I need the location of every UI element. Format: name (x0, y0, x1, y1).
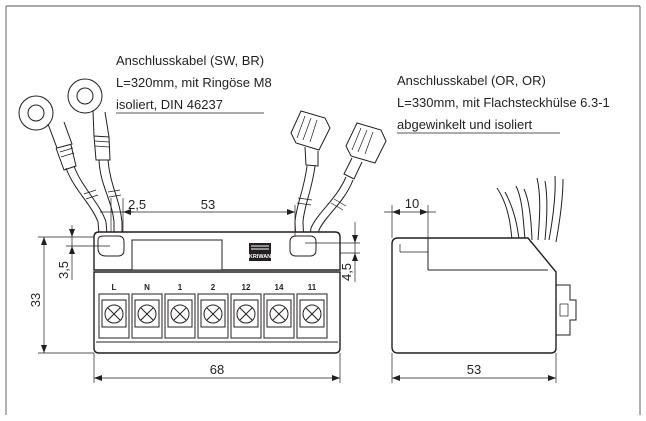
dim-right-hole-height: 4,5 (339, 263, 354, 281)
left-cable-label-line2: L=320mm, mit Ringöse M8 (116, 75, 272, 90)
terminal: L (98, 283, 130, 339)
flat-plug-left (290, 110, 331, 167)
drawing-frame (5, 5, 641, 415)
left-cable-label: Anschlusskabel (SW, BR) L=320mm, mit Rin… (116, 53, 272, 114)
side-view (391, 175, 577, 354)
terminal: 11 (296, 283, 328, 339)
dimension-right-hole-height: 4,5 (305, 222, 360, 282)
dim-side-depth-top: 10 (405, 196, 419, 211)
front-view: KRIWAN L N (93, 231, 341, 354)
terminal: 2 (197, 283, 229, 339)
flat-plug-right (343, 122, 387, 180)
left-cable-label-line1: Anschlusskabel (SW, BR) (116, 53, 264, 68)
terminal: 12 (230, 283, 262, 339)
dim-left-hole-height: 3,5 (56, 261, 71, 279)
terminal-label: 14 (275, 283, 284, 292)
dimension-width: 68 (93, 353, 341, 383)
dim-width: 68 (210, 362, 224, 377)
terminal-label: 1 (178, 283, 183, 292)
dimension-side-depth: 53 (391, 353, 557, 383)
terminal-label: N (144, 283, 150, 292)
ring-terminal-right (67, 78, 111, 161)
right-cable-label-line3: abgewinkelt und isoliert (397, 117, 533, 132)
kriwan-logo (249, 243, 271, 261)
dimension-side-depth-top: 10 (384, 196, 436, 238)
dim-height: 33 (28, 293, 43, 307)
brand-label: KRIWAN (249, 254, 271, 260)
terminal-strip: L N 1 (98, 283, 328, 339)
terminal-label: 11 (308, 283, 317, 292)
terminal: 14 (263, 283, 295, 339)
dimension-hole-spacing: 53 (123, 197, 296, 236)
terminal: 1 (164, 283, 196, 339)
right-cable-label-line1: Anschlusskabel (OR, OR) (397, 73, 546, 88)
dimension-height: 33 (28, 236, 94, 354)
dim-side-depth: 53 (467, 362, 481, 377)
dim-hole-spacing: 53 (201, 197, 215, 212)
left-cable-label-line3: isoliert, DIN 46237 (116, 97, 223, 112)
right-cable-label: Anschlusskabel (OR, OR) L=330mm, mit Fla… (397, 73, 610, 134)
terminal-label: 12 (242, 283, 251, 292)
terminal: N (131, 283, 163, 339)
left-cables (65, 159, 123, 246)
dim-hole-offset: 2,5 (128, 197, 146, 212)
dimension-left-hole-height: 3,5 (56, 225, 110, 280)
ring-terminal-left (18, 95, 77, 171)
terminal-label: L (112, 283, 117, 292)
terminal-label: 2 (211, 283, 216, 292)
right-cable-label-line2: L=330mm, mit Flachsteckhülse 6.3-1 (397, 95, 610, 110)
